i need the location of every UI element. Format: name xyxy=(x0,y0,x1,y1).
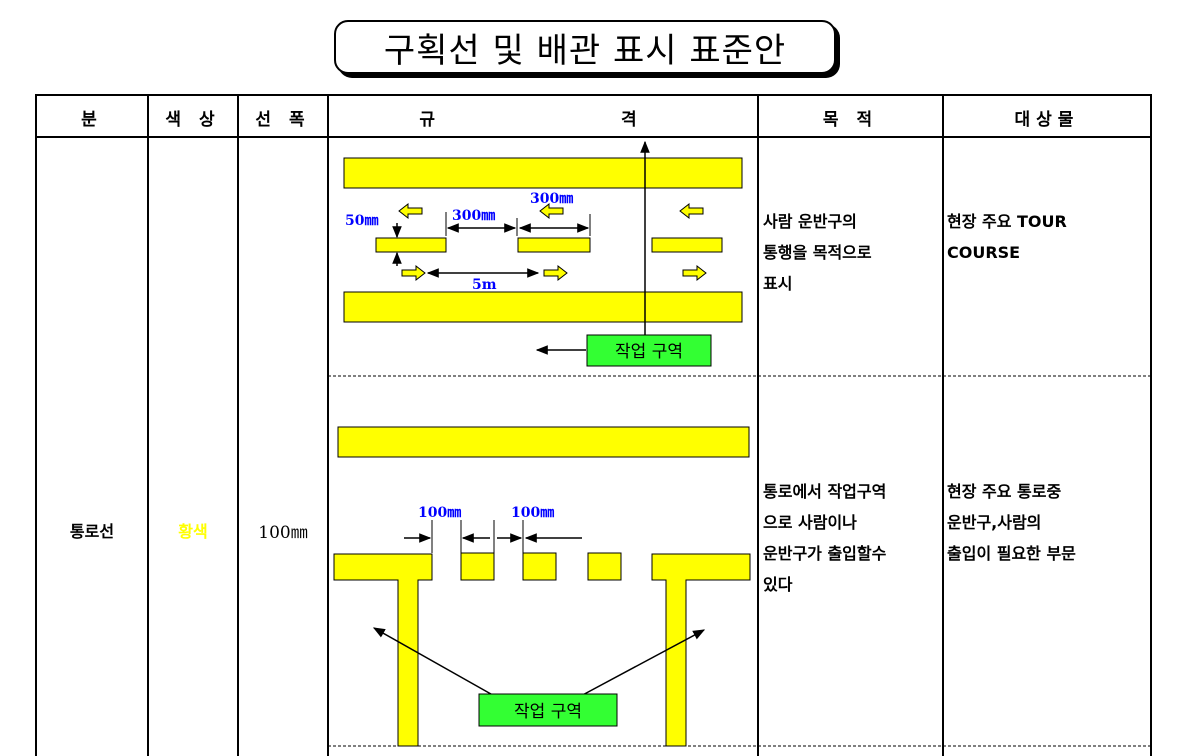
work-zone-label-1: 작업 구역 xyxy=(615,342,683,362)
line-width-cell: 100㎜ xyxy=(258,522,308,543)
zone-top-bar xyxy=(337,426,750,458)
diagonal-arrow-right xyxy=(576,629,706,699)
spec-diagram-1: 50㎜ 300㎜ 300㎜ 5m 작업 구역 xyxy=(343,140,743,367)
direction-arrow-left-3 xyxy=(679,202,704,220)
color-name-cell: 황색 xyxy=(178,522,208,541)
direction-arrow-left-2 xyxy=(539,202,564,220)
header-target: 대상물 xyxy=(1014,109,1080,130)
work-zone-label-2: 작업 구역 xyxy=(514,702,582,722)
dim-label-100mm-a: 100㎜ xyxy=(418,505,461,521)
direction-arrow-left-1 xyxy=(398,202,423,220)
direction-arrow-right-1 xyxy=(401,264,426,282)
dash-segment-1 xyxy=(375,237,447,253)
gap-block-2 xyxy=(522,552,557,581)
category-cell: 통로선 xyxy=(69,522,115,541)
work-zone-box-1 xyxy=(586,334,712,367)
page-title: 구획선 및 배관 표시 표준안 xyxy=(334,20,836,74)
dim-label-300mm-gap: 300㎜ xyxy=(452,208,495,224)
lane-top-bar xyxy=(343,157,743,189)
dash-segment-2 xyxy=(517,237,591,253)
dim-label-100mm-b: 100㎜ xyxy=(511,505,554,521)
direction-arrow-right-2 xyxy=(543,264,568,282)
diagonal-arrow-left xyxy=(372,627,499,699)
direction-arrow-right-3 xyxy=(682,264,707,282)
dim-label-50mm: 50㎜ xyxy=(345,213,378,229)
dim-label-5m: 5m xyxy=(472,277,497,293)
corner-right-shape xyxy=(651,553,751,747)
gap-block-1 xyxy=(460,552,495,581)
header-color: 색 상 xyxy=(165,109,221,130)
header-category: 분 xyxy=(81,109,103,130)
dash-segment-3 xyxy=(651,237,723,253)
gap-block-3 xyxy=(587,552,622,581)
purpose-text-1: 사람 운반구의 통행을 목적으로 표시 xyxy=(763,212,872,293)
target-text-2: 현장 주요 통로중 운반구,사람의 출입이 필요한 부문 xyxy=(947,482,1076,563)
header-spec: 규 격 xyxy=(419,109,727,130)
table-frame xyxy=(35,94,1152,756)
spec-diagram-2: 100㎜ 100㎜ 작업 구역 xyxy=(333,426,751,747)
purpose-text-2: 통로에서 작업구역 으로 사람이나 운반구가 출입할수 있다 xyxy=(763,482,887,594)
work-zone-box-2 xyxy=(478,693,618,727)
header-line-width: 선 폭 xyxy=(255,109,311,130)
dim-label-300mm-segment: 300㎜ xyxy=(530,191,573,207)
lane-bottom-bar xyxy=(343,291,743,323)
corner-left-shape xyxy=(333,553,433,747)
header-purpose: 목 적 xyxy=(822,109,879,130)
target-text-1: 현장 주요 TOUR COURSE xyxy=(947,212,1067,262)
